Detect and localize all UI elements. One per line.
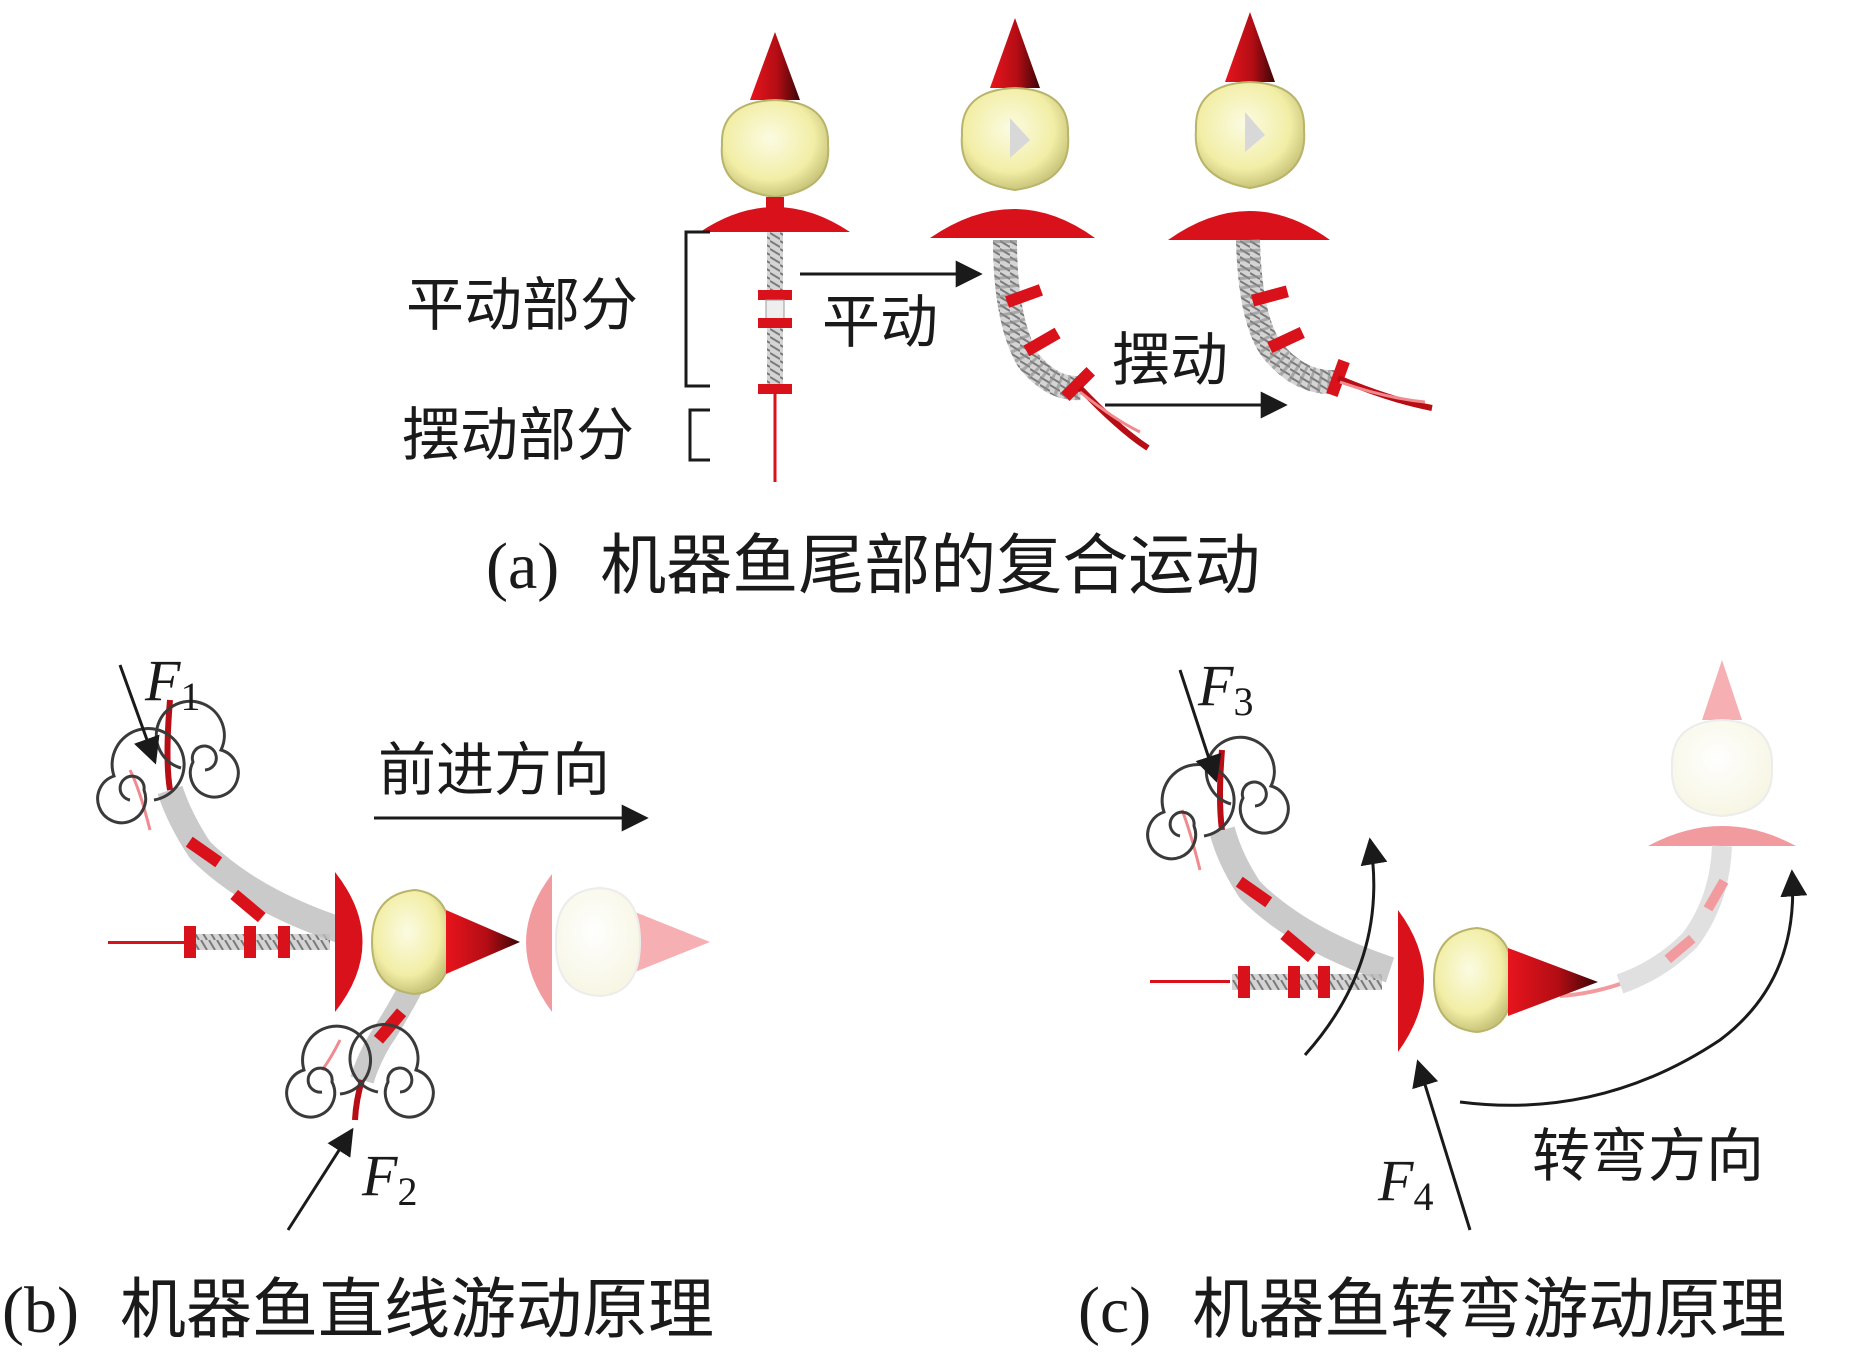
nose-cone (446, 910, 520, 974)
tail-fin (1336, 375, 1433, 411)
force-label-f4: F4 (1377, 1148, 1433, 1219)
label-translation-part: 平动部分 (406, 271, 638, 339)
label-swing-part: 摆动部分 (402, 401, 634, 469)
pectoral-fin (1168, 211, 1330, 240)
robot-fish-ghost-turned (1559, 660, 1796, 998)
robot-fish-swung (1168, 12, 1433, 411)
force-label-f3: F3 (1197, 653, 1253, 724)
direction-label-forward: 前进方向 (378, 736, 610, 804)
robot-fish-main (335, 872, 520, 1012)
tail-fin (1077, 385, 1150, 451)
pectoral-fin (1398, 910, 1424, 1052)
head-body (370, 888, 452, 996)
caption-c-letter: (c) (1078, 1274, 1151, 1347)
spring-segment (767, 232, 783, 292)
force-label-f1: F1 (144, 648, 200, 719)
head-body (1432, 926, 1514, 1034)
force-arrow-f2 (286, 1127, 354, 1231)
panel-a: 平动部分 摆动部分 平动 摆动 (402, 12, 1433, 604)
vortex (1204, 735, 1290, 835)
vortex (348, 1023, 435, 1119)
caption-c-text: 机器鱼转弯游动原理 (1192, 1271, 1786, 1348)
pectoral-fin (700, 207, 850, 232)
nose-cone (750, 32, 800, 100)
vortex (96, 726, 186, 825)
pectoral-fin (930, 209, 1095, 238)
nose-cone (1225, 12, 1275, 82)
panel-b: F1 F2 前进方向 (b) 机器鱼直线游动原理 (2, 648, 714, 1348)
vortex (285, 1024, 372, 1119)
force-arrow-f3 (1178, 669, 1222, 783)
spring-segment (1232, 974, 1382, 990)
direction-label-turn: 转弯方向 (1532, 1122, 1764, 1190)
pectoral-fin (335, 872, 363, 1012)
caption-a-letter: (a) (486, 530, 559, 603)
arrow-swing-label: 摆动 (1112, 326, 1228, 394)
caption-c: (c) 机器鱼转弯游动原理 (1078, 1271, 1786, 1348)
robot-fish-translated (930, 18, 1150, 451)
caption-b: (b) 机器鱼直线游动原理 (2, 1271, 714, 1348)
robot-fish-main (1398, 910, 1598, 1052)
bracket-translation (684, 230, 710, 388)
force-arrow-f4 (1412, 1059, 1472, 1231)
vortex (1146, 762, 1236, 861)
robot-fish-ghost (526, 874, 710, 1012)
caption-a-text: 机器鱼尾部的复合运动 (600, 527, 1260, 604)
panel-c: F3 F4 转弯方向 (c) 机器鱼转弯游动原理 (1078, 653, 1808, 1348)
rotation-arrow-right (1459, 869, 1808, 1107)
force-label-f2: F2 (361, 1143, 417, 1214)
caption-b-letter: (b) (2, 1274, 79, 1347)
force-arrow-f1 (118, 664, 160, 765)
head-body (720, 98, 830, 199)
vortex (154, 699, 240, 799)
robot-fish-straight (700, 32, 850, 482)
arrow-translation-label: 平动 (822, 288, 938, 356)
bracket-swing (688, 408, 710, 462)
nose-cone (1508, 948, 1598, 1016)
caption-b-text: 机器鱼直线游动原理 (120, 1271, 714, 1348)
spring-segment (190, 934, 330, 950)
nose-cone (990, 18, 1040, 88)
caption-a: (a) 机器鱼尾部的复合运动 (486, 527, 1260, 604)
rotation-arrow-left (1303, 837, 1388, 1056)
